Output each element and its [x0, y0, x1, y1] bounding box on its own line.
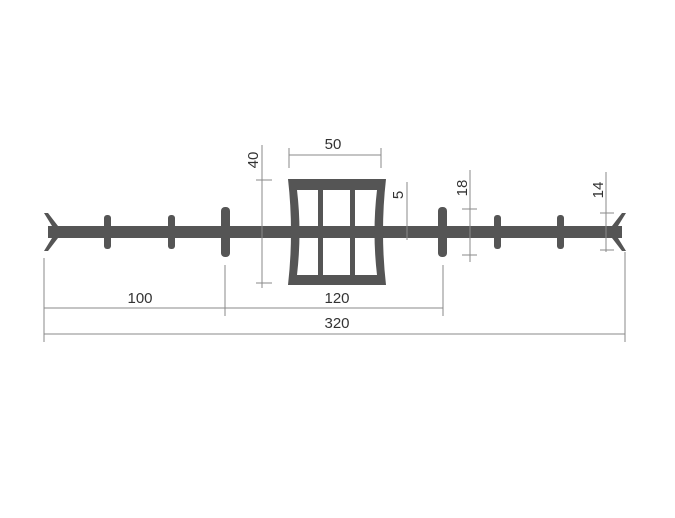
left-end-flare [44, 213, 58, 251]
dim-120: 120 [324, 290, 349, 307]
dimension-lines [43, 145, 626, 342]
dim-5: 5 [390, 191, 407, 199]
center-bulb [288, 179, 386, 285]
dim-40: 40 [245, 152, 262, 169]
right-end-flare [612, 213, 626, 251]
dim-320: 320 [324, 315, 349, 332]
rib [494, 215, 501, 249]
rib-large [221, 207, 230, 257]
dim-18: 18 [454, 180, 471, 197]
rib [168, 215, 175, 249]
profile-body [44, 179, 626, 285]
dim-14: 14 [590, 182, 607, 199]
strip [48, 226, 622, 238]
rib [557, 215, 564, 249]
dim-50: 50 [325, 136, 342, 153]
dimension-labels: 100 120 320 50 40 5 18 14 [127, 136, 607, 332]
dim-100: 100 [127, 290, 152, 307]
rib [104, 215, 111, 249]
rib-large [438, 207, 447, 257]
